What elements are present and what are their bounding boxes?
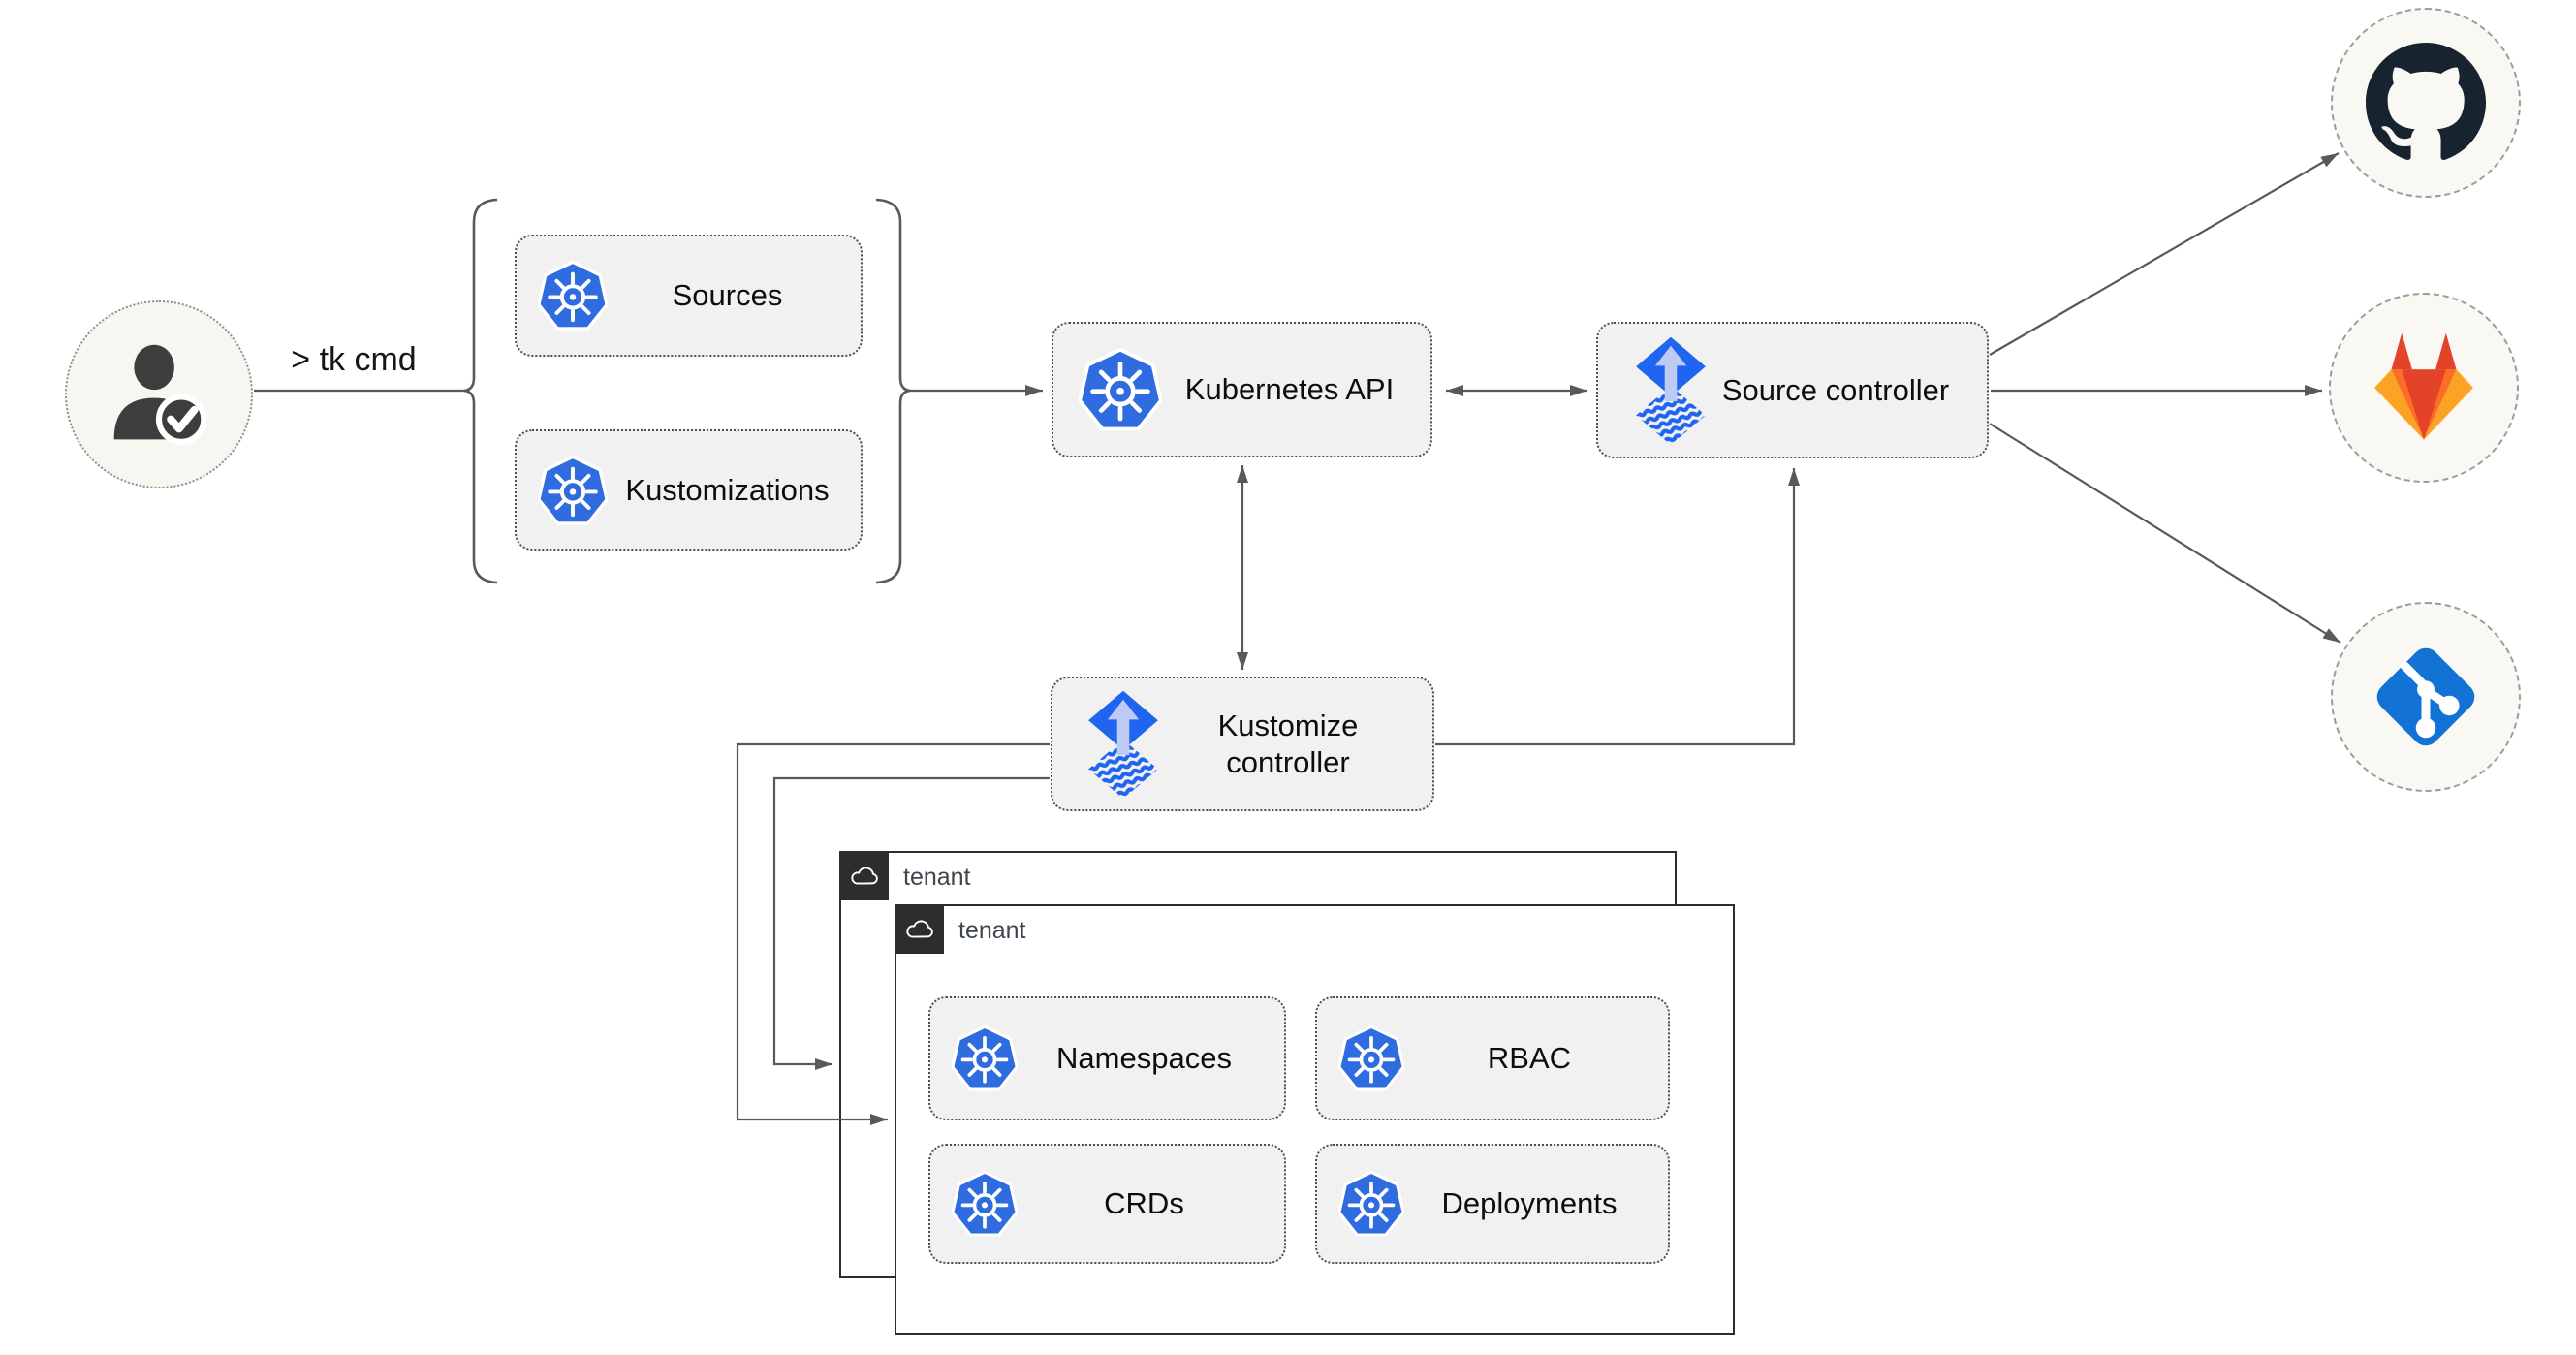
kubernetes-icon <box>952 1171 1018 1237</box>
kubernetes-icon <box>1079 348 1162 431</box>
cloud-icon <box>849 865 880 888</box>
crds-label: CRDs <box>1104 1186 1184 1221</box>
kubernetes-icon <box>952 1025 1018 1091</box>
gitlab-icon <box>2359 328 2489 448</box>
source-controller-node: Source controller <box>1596 322 1989 458</box>
flux-icon <box>1080 689 1167 799</box>
rbac-label: RBAC <box>1487 1041 1572 1076</box>
github-remote-node <box>2331 8 2521 198</box>
tenant-corner-badge <box>839 851 889 900</box>
user-node <box>65 300 253 488</box>
edge-source-to-github <box>1989 152 2340 356</box>
namespaces-label: Namespaces <box>1056 1041 1232 1076</box>
kustomize-controller-node: Kustomize controller <box>1051 677 1434 811</box>
kubernetes-icon <box>1338 1171 1404 1237</box>
sources-node: Sources <box>515 235 863 357</box>
edge-kustomize-to-source <box>1435 468 1800 746</box>
kustomizations-node: Kustomizations <box>515 429 863 551</box>
github-icon <box>2366 43 2486 163</box>
cli-command-label: > tk cmd <box>291 341 417 378</box>
user-check-icon <box>100 335 218 454</box>
namespaces-node: Namespaces <box>928 996 1286 1120</box>
rbac-node: RBAC <box>1315 996 1670 1120</box>
gitlab-remote-node <box>2329 293 2519 483</box>
tenant-inner-label: tenant <box>958 917 1026 944</box>
crds-node: CRDs <box>928 1144 1286 1264</box>
cloud-icon <box>904 918 935 941</box>
tenant-corner-badge <box>895 904 944 954</box>
edge-source-to-git <box>1989 423 2341 644</box>
deployments-label: Deployments <box>1441 1186 1618 1221</box>
kubernetes-icon <box>1338 1025 1404 1091</box>
deployments-node: Deployments <box>1315 1144 1670 1264</box>
kustomize-controller-label: Kustomize controller <box>1217 708 1359 779</box>
kustomizations-label: Kustomizations <box>625 472 830 507</box>
kubernetes-api-node: Kubernetes API <box>1052 322 1432 457</box>
source-controller-label: Source controller <box>1721 372 1950 407</box>
group-brace-right <box>875 198 911 584</box>
flux-icon <box>1627 335 1714 445</box>
git-remote-node <box>2331 602 2521 792</box>
kubernetes-api-label: Kubernetes API <box>1184 372 1395 407</box>
sources-label: Sources <box>672 278 783 313</box>
kubernetes-icon <box>538 456 608 525</box>
group-brace-left <box>463 198 498 584</box>
git-icon <box>2364 635 2488 759</box>
kubernetes-icon <box>538 261 608 331</box>
tenant-outer-label: tenant <box>903 864 971 891</box>
